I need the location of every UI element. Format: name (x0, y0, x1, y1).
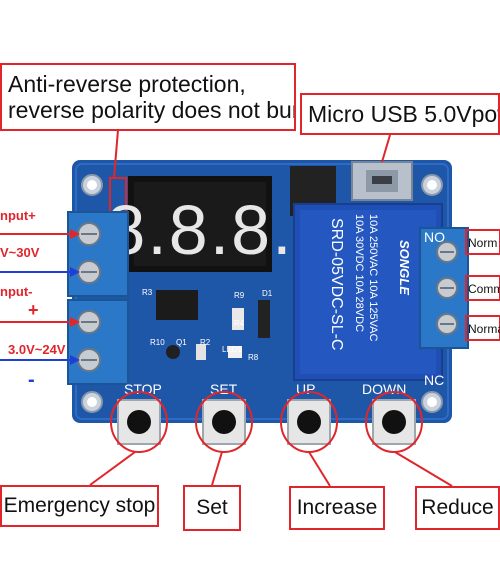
label-input-plus: nput+ (0, 208, 36, 223)
micro-usb-port (351, 161, 413, 201)
pcb-label-r9: R9 (234, 291, 245, 300)
pcb-label-r2: R2 (200, 338, 211, 347)
input-arrows (0, 229, 80, 365)
pcb-label-q1: Q1 (176, 338, 187, 347)
callout-set: Set (183, 485, 241, 531)
label-range-2: 3.0V~24V (8, 342, 66, 357)
relay-rating-1: 10A 250VAC 10A 125VAC (367, 214, 379, 341)
callout-reduce: Reduce (415, 486, 500, 530)
label-minus-sign: - (28, 369, 35, 391)
relay-rating-2: 10A 30VDC 10A 28VDC (353, 214, 365, 332)
label-range-1: V~30V (0, 245, 40, 260)
tactile-buttons (117, 399, 416, 445)
pcb-label-r3: R3 (142, 288, 153, 297)
label-plus-sign: + (28, 300, 39, 320)
callout-emergency-stop: Emergency stop (0, 485, 159, 527)
output-labels: Norm Comm Norma (465, 229, 500, 341)
input-terminal-block (67, 211, 129, 385)
relay: SONGLE 10A 250VAC 10A 125VAC 10A 30VDC 1… (293, 203, 443, 381)
callout-anti-reverse: Anti-reverse protection, reverse polarit… (0, 63, 296, 131)
relay-brand: SONGLE (397, 240, 412, 295)
relay-model: SRD-05VDC-SL-C (328, 218, 345, 350)
display-digits: 8.8.8. (106, 191, 293, 269)
pcb-label-r8: R8 (248, 353, 259, 362)
relay-terminal-block (419, 227, 469, 349)
callout-micro-usb: Micro USB 5.0Vpower (300, 93, 500, 135)
callout-anti-reverse-line1: Anti-reverse protection, (8, 70, 246, 97)
label-common: Comm (468, 282, 500, 296)
pcb-label-d1: D1 (262, 289, 273, 298)
board-label-nc: NC (424, 372, 444, 388)
callout-increase: Increase (289, 486, 385, 530)
board-label-no: NO (424, 229, 445, 245)
label-input-minus: nput- (0, 284, 32, 299)
pcb-label-r4: R4 (234, 319, 245, 328)
label-normally-closed: Norma (468, 322, 500, 336)
pcb-label-r10: R10 (150, 338, 165, 347)
smd-components (156, 290, 270, 360)
label-normally-open: Norm (468, 236, 497, 250)
mounting-holes (81, 174, 443, 413)
pcb-label-led1: LED1 (222, 345, 243, 354)
callout-anti-reverse-line2: reverse polarity does not burn (8, 97, 296, 123)
seven-segment-display: 8.8.8. (106, 176, 293, 272)
